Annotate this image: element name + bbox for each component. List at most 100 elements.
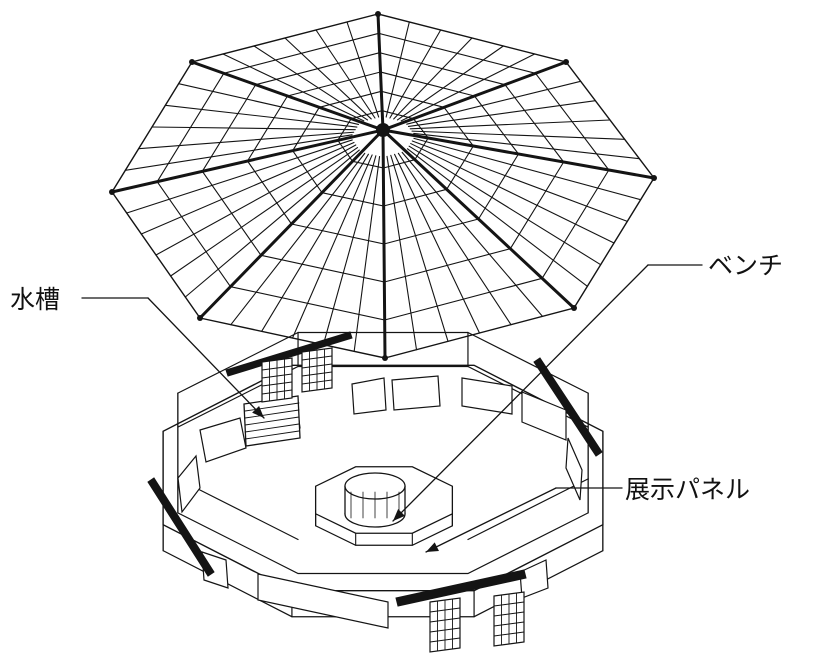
display-panel [351,377,387,415]
roof-grid-mullion [389,29,442,119]
roof-grid-mullion [178,83,360,125]
gate-north-right-bar [301,363,333,369]
roof-rafter [110,128,385,194]
roof-grid-mullion [409,119,611,130]
roof-grid-mullion [406,148,588,287]
roof-grid-mullion [184,149,360,298]
display-panel [565,437,583,501]
roof-grid-mullion [401,151,544,317]
water-tank-hatch [244,423,300,433]
gate-south-left-bar [429,627,461,633]
gate-south-right-bar [493,621,525,627]
roof-grid-mullion [390,154,449,342]
gate-south-right-bar [493,611,525,617]
roof-grid-mullion [170,146,359,277]
roof-grid-mullion [151,126,356,131]
roof-grid-mullion [406,80,582,125]
roof-grid-mullion [291,154,373,339]
wall-top-rail [467,478,589,541]
water-tank-leader-head [252,405,264,418]
roof-grid-mullion [393,37,473,120]
display-panel-label: 展示パネル [625,475,751,504]
water-tank-label: 水槽 [10,285,61,314]
display-panel [201,551,229,589]
roof-grid-mullion [407,100,596,128]
roof-grid-mullion [396,45,504,121]
roof-grid-mullion [322,155,377,346]
roof-grid-mullion [410,143,615,244]
gate-north-left-bar [261,389,293,395]
callout-leader-lines [81,264,703,553]
water-tank-hatch [244,430,300,440]
gate-north-right-bar [301,355,333,361]
roof-grid-mullion [155,144,357,256]
roof-apex [376,123,390,137]
roof-grid-mullion [253,45,369,121]
water-tank-hatch [244,409,300,419]
display-panel [391,375,441,411]
roof-grid-mullion [140,141,355,235]
roof-rafter [381,60,568,132]
roof-rafter-tip [651,175,657,181]
roof-grid-mullion [394,153,481,334]
roof-grid-mullion [261,153,369,332]
display-panel [199,417,247,463]
roof-grid-mullion [411,130,626,140]
roof-rafter-tip [563,59,569,65]
roof-grid-mullion [230,152,366,326]
water-tank-leader [147,297,265,419]
roof-rafter [376,12,385,132]
display-panel [521,391,567,441]
water-tank-hatch [244,416,300,426]
octagonal-building-floor [147,331,604,653]
gate-north-left-bar [261,365,293,371]
roof-grid-mullion [138,131,355,150]
roof-grid-mullion [346,21,380,118]
roof-rafter [198,128,385,320]
roof-grid-mullion [284,37,372,120]
gate-south-right-bar [493,601,525,607]
display-panel-leader [425,487,557,553]
gate-north-right-bar [301,379,333,385]
roof-rafter-tip [109,189,115,195]
roof-grid-mullion [124,134,353,171]
roof-grid-mullion [400,53,536,122]
roof-grid-mullion [397,152,512,326]
roof-grid-mullion [386,155,418,351]
roof-rafter [381,128,576,310]
roof-rafter-tip [197,315,203,321]
roof-rafter-tip [375,11,381,17]
gate-south-left-bar [429,637,461,643]
display-panel-leader-head [426,542,439,552]
roof-rafter [381,128,387,360]
ventilation-louvre [225,331,353,377]
ventilation-louvre [395,569,527,607]
bench-leader-head [393,509,405,521]
display-panel [177,454,201,514]
gate-south-left-bar [429,617,461,623]
wall-top-rail [467,331,589,394]
roof-rafter [381,128,656,180]
roof-grid-mullion [164,104,358,128]
water-tank-hatch [244,402,300,412]
ventilation-louvre [147,477,215,577]
gate-south-left-bar [429,607,461,613]
roof-grid-mullion [315,29,376,119]
gate-north-right-bar [301,371,333,377]
roof-rafter-tip [382,355,388,361]
display-panel [257,573,389,629]
roof-grid-mullion [408,145,602,266]
roof-grid-mullion [222,53,365,122]
bench-leader [392,264,649,522]
roof-grid-mullion [126,139,353,214]
roof-rafter [190,60,385,132]
roof-grid-mullion [411,140,628,222]
gate-north-left-bar [261,373,293,379]
roof-rafter-tip [189,59,195,65]
display-panel [519,559,549,599]
roof-grid-mullion [385,21,410,118]
octagonal-glass-roof [109,11,657,361]
bench-label: ベンチ [708,251,784,280]
display-panel [461,377,513,415]
